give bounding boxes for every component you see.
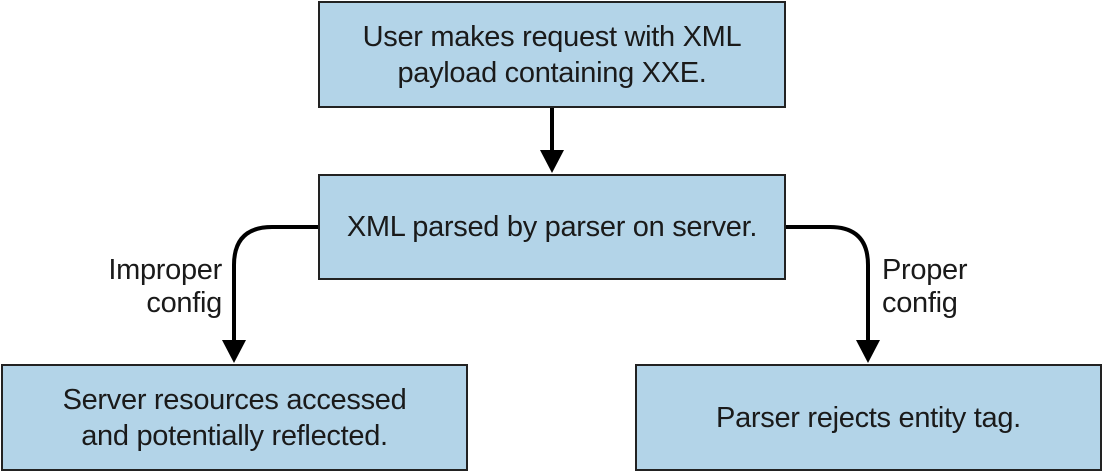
edge-label-improper-line-1: Improper — [108, 254, 222, 286]
node-server-resources-line-2: and potentially reflected. — [81, 419, 388, 452]
edge-label-improper-line-2: config — [146, 287, 222, 319]
node-server-resources-accessed: Server resources accessed and potentiall… — [1, 364, 468, 471]
arrow-parse-to-improper — [232, 225, 318, 342]
arrowhead-parse-to-improper — [222, 340, 246, 363]
node-xml-parsed-line-1: XML parsed by parser on server. — [346, 211, 758, 243]
node-user-request-line-2: payload containing XXE. — [397, 56, 707, 89]
node-parser-rejects: Parser rejects entity tag. — [635, 364, 1102, 471]
arrowhead-request-to-parse — [540, 150, 564, 173]
node-parser-rejects-line-1: Parser rejects entity tag. — [716, 401, 1021, 434]
edge-label-improper-config: Improper config — [96, 254, 222, 320]
arrow-parse-to-proper — [786, 225, 870, 342]
node-user-request: User makes request with XML payload cont… — [318, 1, 786, 108]
edge-label-proper-line-1: Proper — [882, 254, 968, 286]
edge-label-proper-line-2: config — [882, 287, 958, 319]
edge-label-proper-config: Proper config — [882, 254, 968, 320]
node-user-request-line-1: User makes request with XML — [362, 20, 742, 53]
arrowhead-parse-to-proper — [856, 340, 880, 363]
node-xml-parsed: XML parsed by parser on server. — [318, 174, 786, 280]
node-server-resources-line-1: Server resources accessed — [62, 383, 407, 416]
